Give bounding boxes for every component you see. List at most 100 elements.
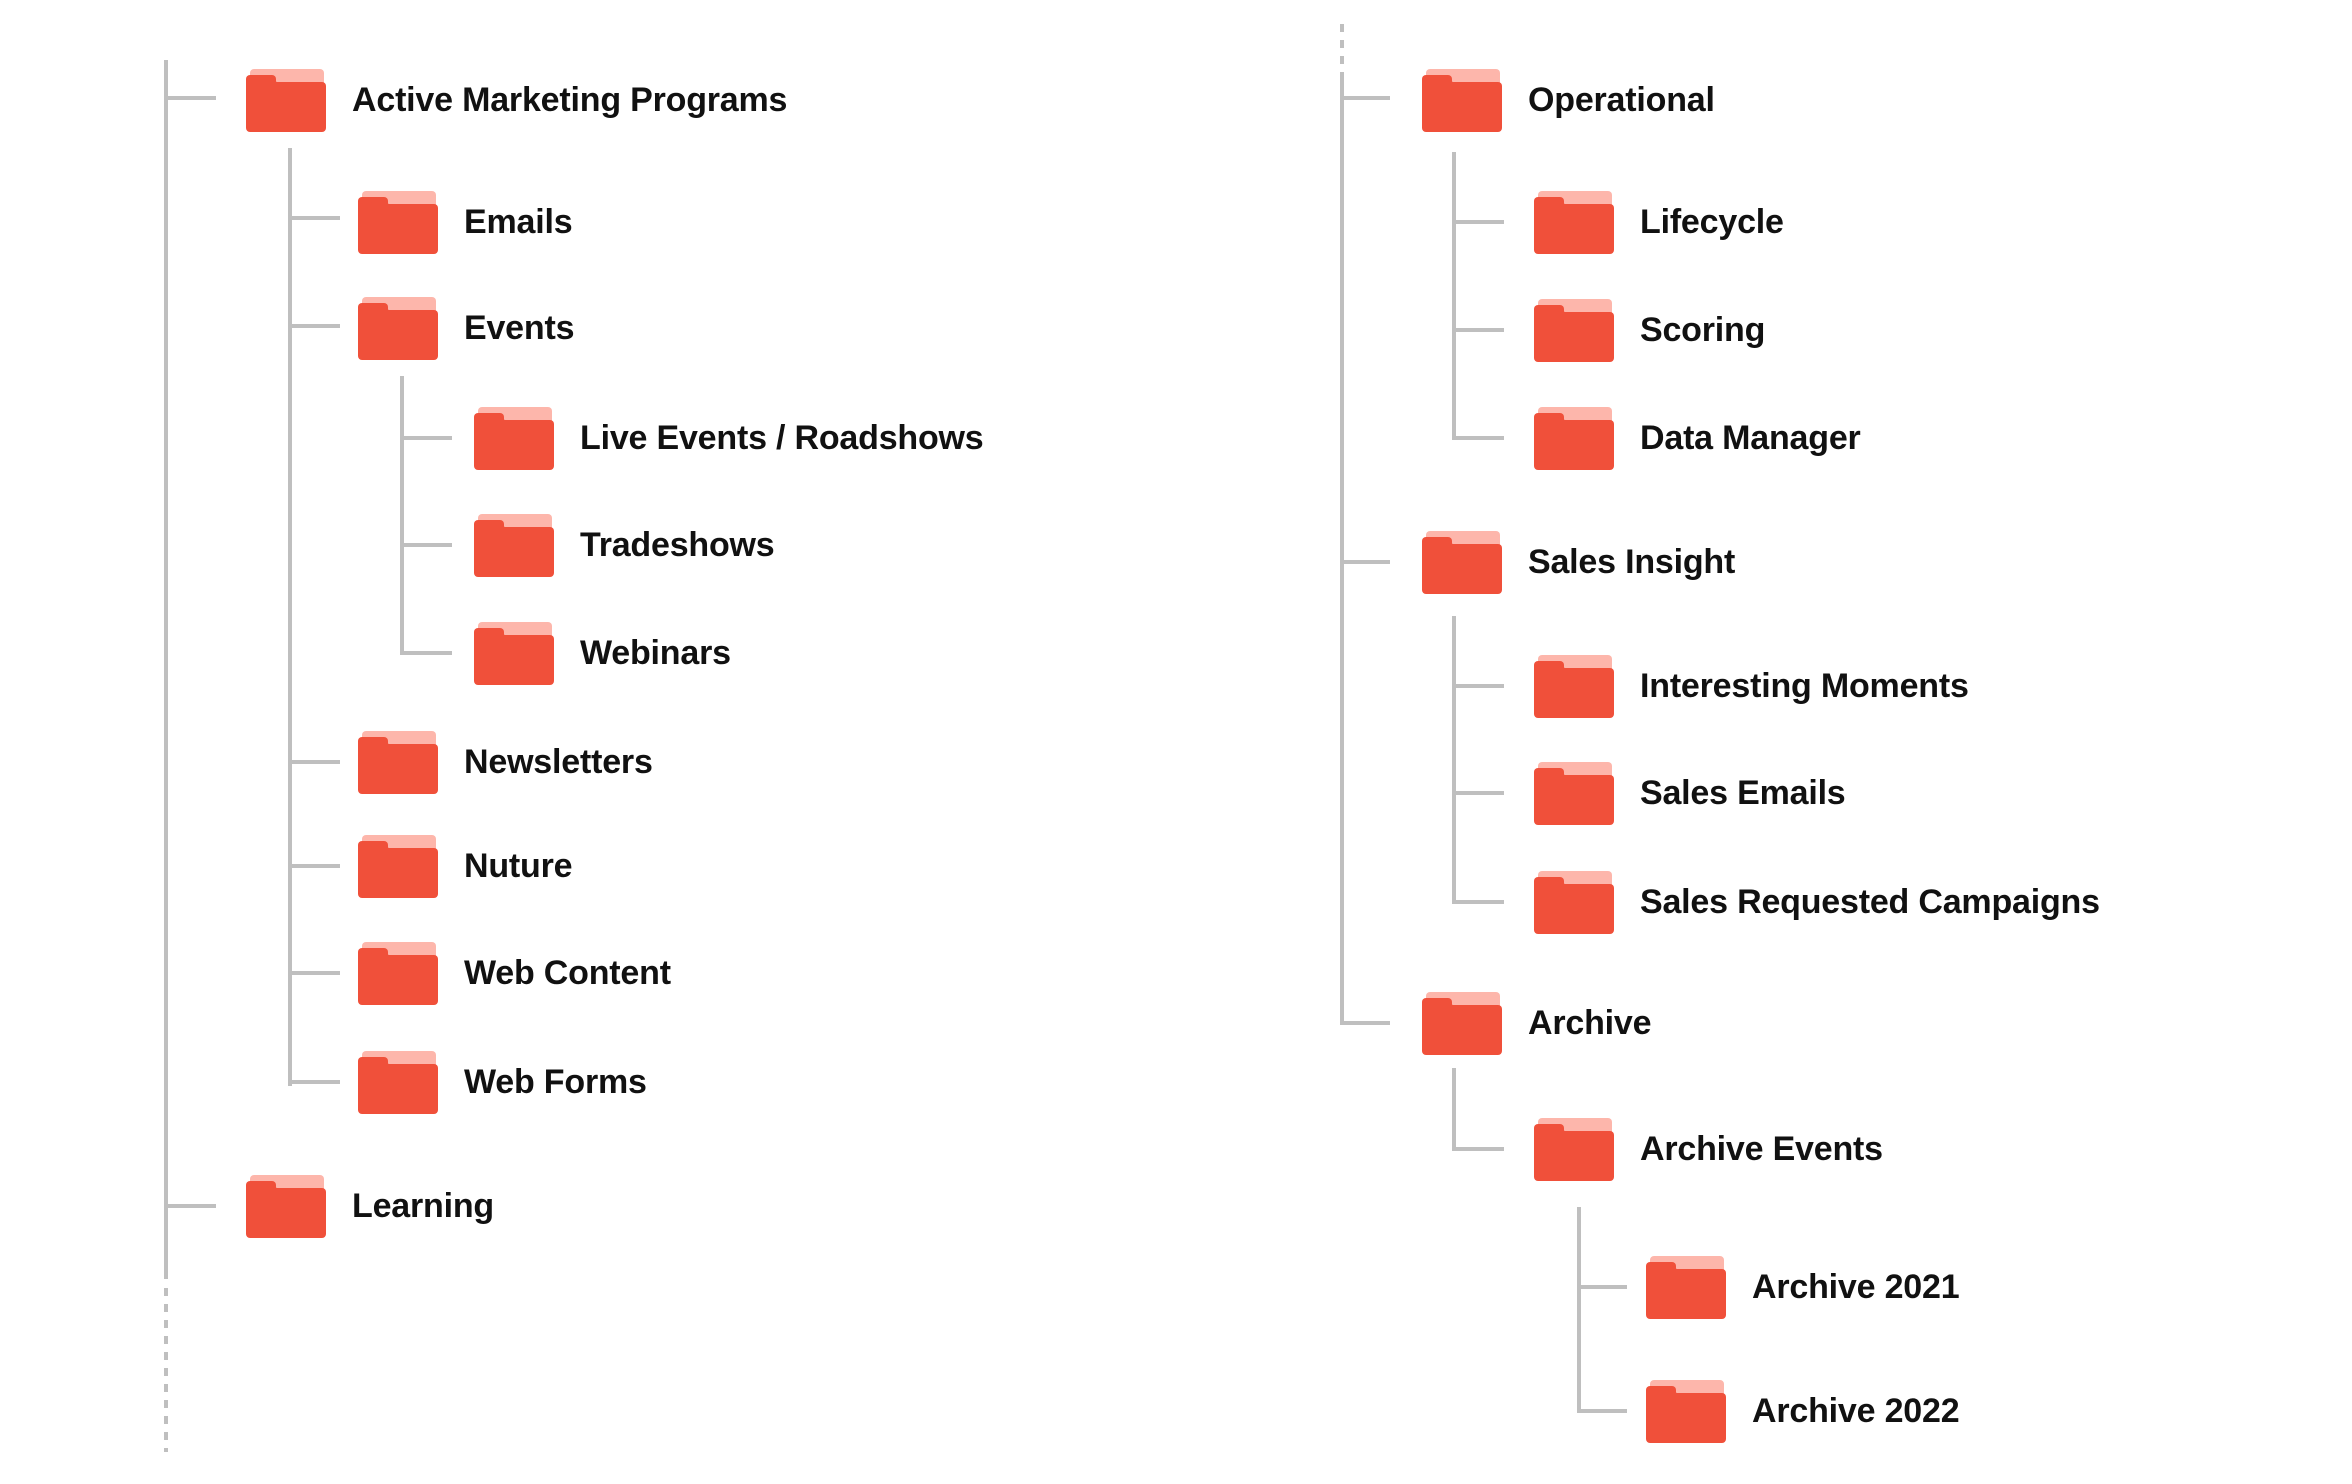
connector-archive-children [1452, 1068, 1456, 1151]
folder-label[interactable]: Scoring [1640, 310, 1766, 349]
folder-label[interactable]: Sales Insight [1528, 542, 1736, 581]
folder-node-sales-emails[interactable]: Sales Emails [1534, 761, 1846, 825]
folder-node-data-manager[interactable]: Data Manager [1534, 406, 1861, 470]
folder-node-web-content[interactable]: Web Content [358, 941, 671, 1005]
folder-label[interactable]: Events [464, 308, 575, 347]
folder-icon[interactable] [1534, 870, 1614, 934]
folder-icon[interactable] [1534, 298, 1614, 362]
connector-sales-insight-children [1452, 616, 1456, 904]
connector-archive-events-children [1577, 1207, 1581, 1413]
folder-node-archive-events[interactable]: Archive Events [1534, 1117, 1883, 1181]
connector-branch [1452, 684, 1504, 688]
connector-branch [288, 760, 340, 764]
connector-branch [288, 864, 340, 868]
folder-icon[interactable] [1422, 68, 1502, 132]
folder-icon[interactable] [358, 190, 438, 254]
connector-branch [288, 216, 340, 220]
folder-node-web-forms[interactable]: Web Forms [358, 1050, 647, 1114]
connector-branch [288, 324, 340, 328]
folder-icon[interactable] [358, 296, 438, 360]
connector-branch [164, 96, 216, 100]
folder-label[interactable]: Interesting Moments [1640, 666, 1969, 705]
connector-amp-children [288, 148, 292, 1086]
folder-label[interactable]: Web Content [464, 953, 671, 992]
folder-label[interactable]: Sales Emails [1640, 773, 1846, 812]
folder-node-interesting-moments[interactable]: Interesting Moments [1534, 654, 1969, 718]
connector-branch [1452, 791, 1504, 795]
connector-branch [1452, 328, 1504, 332]
folder-label[interactable]: Learning [352, 1186, 494, 1225]
folder-label[interactable]: Web Forms [464, 1062, 647, 1101]
folder-label[interactable]: Sales Requested Campaigns [1640, 882, 2100, 921]
folder-node-scoring[interactable]: Scoring [1534, 298, 1765, 362]
folder-label[interactable]: Archive 2022 [1752, 1391, 1960, 1430]
folder-label[interactable]: Lifecycle [1640, 202, 1784, 241]
folder-icon[interactable] [1534, 654, 1614, 718]
connector-branch [1452, 1147, 1504, 1151]
folder-node-live-events-roadshows[interactable]: Live Events / Roadshows [474, 406, 984, 470]
folder-icon[interactable] [1422, 991, 1502, 1055]
connector-branch [288, 1080, 340, 1084]
connector-branch [1577, 1409, 1627, 1413]
folder-node-nuture[interactable]: Nuture [358, 834, 573, 898]
folder-icon[interactable] [1534, 761, 1614, 825]
folder-icon[interactable] [1534, 1117, 1614, 1181]
folder-label[interactable]: Archive Events [1640, 1129, 1883, 1168]
folder-icon[interactable] [474, 513, 554, 577]
folder-label[interactable]: Data Manager [1640, 418, 1861, 457]
connector-branch [288, 971, 340, 975]
folder-label[interactable]: Webinars [580, 633, 731, 672]
folder-node-sales-requested-campaigns[interactable]: Sales Requested Campaigns [1534, 870, 2100, 934]
folder-icon[interactable] [358, 941, 438, 1005]
connector-branch [1340, 1021, 1390, 1025]
folder-label[interactable]: Operational [1528, 80, 1715, 119]
connector-branch [1577, 1285, 1627, 1289]
folder-node-learning[interactable]: Learning [246, 1174, 494, 1238]
folder-icon[interactable] [474, 406, 554, 470]
folder-node-archive-2021[interactable]: Archive 2021 [1646, 1255, 1960, 1319]
folder-label[interactable]: Tradeshows [580, 525, 775, 564]
connector-branch [1452, 220, 1504, 224]
folder-icon[interactable] [246, 68, 326, 132]
connector-branch [400, 436, 452, 440]
folder-icon[interactable] [358, 730, 438, 794]
connector-events-children [400, 376, 404, 655]
folder-icon[interactable] [1534, 190, 1614, 254]
folder-label[interactable]: Archive 2021 [1752, 1267, 1960, 1306]
folder-node-sales-insight[interactable]: Sales Insight [1422, 530, 1735, 594]
connector-branch [1452, 900, 1504, 904]
folder-icon[interactable] [358, 834, 438, 898]
connector-left-root-continuation [164, 1288, 168, 1452]
folder-icon[interactable] [1646, 1379, 1726, 1443]
folder-icon[interactable] [1534, 406, 1614, 470]
connector-right-root-continuation [1340, 24, 1344, 80]
folder-icon[interactable] [358, 1050, 438, 1114]
folder-node-webinars[interactable]: Webinars [474, 621, 731, 685]
folder-icon[interactable] [1422, 530, 1502, 594]
connector-branch [164, 1204, 216, 1208]
connector-branch [1452, 436, 1504, 440]
folder-node-newsletters[interactable]: Newsletters [358, 730, 653, 794]
folder-node-tradeshows[interactable]: Tradeshows [474, 513, 775, 577]
folder-icon[interactable] [474, 621, 554, 685]
connector-branch [1340, 96, 1390, 100]
folder-node-lifecycle[interactable]: Lifecycle [1534, 190, 1784, 254]
folder-icon[interactable] [1646, 1255, 1726, 1319]
folder-label[interactable]: Active Marketing Programs [352, 80, 788, 119]
folder-label[interactable]: Emails [464, 202, 573, 241]
connector-operational-children [1452, 152, 1456, 440]
connector-branch [400, 543, 452, 547]
folder-node-archive[interactable]: Archive [1422, 991, 1652, 1055]
folder-node-active-marketing-programs[interactable]: Active Marketing Programs [246, 68, 787, 132]
folder-node-operational[interactable]: Operational [1422, 68, 1715, 132]
folder-label[interactable]: Nuture [464, 846, 573, 885]
folder-node-emails[interactable]: Emails [358, 190, 573, 254]
folder-icon[interactable] [246, 1174, 326, 1238]
folder-label[interactable]: Newsletters [464, 742, 653, 781]
folder-node-archive-2022[interactable]: Archive 2022 [1646, 1379, 1960, 1443]
folder-label[interactable]: Live Events / Roadshows [580, 418, 984, 457]
folder-label[interactable]: Archive [1528, 1003, 1652, 1042]
folder-node-events[interactable]: Events [358, 296, 574, 360]
connector-branch [1340, 560, 1390, 564]
